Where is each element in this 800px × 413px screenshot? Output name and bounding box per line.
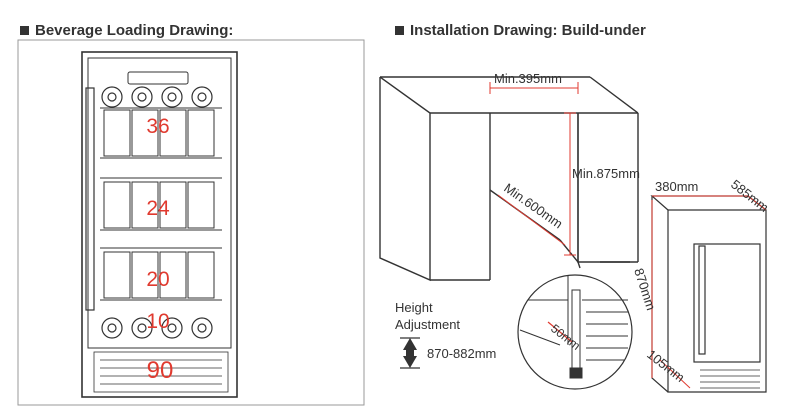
cabinet-drawing — [379, 76, 639, 282]
unit-glass — [693, 243, 761, 363]
cabinet-dimensions — [489, 82, 579, 256]
cabinet-left-side — [379, 76, 431, 282]
heading-square-icon — [20, 26, 29, 35]
niche-floor-edge — [577, 261, 581, 269]
unit-dimensions — [651, 195, 767, 389]
fridge-body — [81, 51, 238, 398]
bottom-vent — [93, 351, 229, 393]
loading-counts: 36 24 20 10 90 — [146, 115, 173, 384]
min-width-label: Min.395mm — [494, 71, 562, 86]
height-range-label: 870-882mm — [427, 346, 496, 361]
min-height-label: Min.875mm — [572, 166, 640, 181]
bottom-count: 90 — [147, 357, 174, 384]
unit-front — [667, 209, 767, 393]
unit-depth-line — [747, 195, 767, 211]
shelf-2 — [100, 177, 222, 231]
door-handle — [85, 87, 95, 311]
loading-frame — [17, 39, 365, 406]
loading-heading: Beverage Loading Drawing: — [20, 22, 233, 39]
shelf-3 — [100, 247, 222, 301]
installation-heading-text: Installation Drawing: Build-under — [410, 22, 646, 39]
control-panel — [127, 71, 189, 85]
cabinet-dimension-labels: Min.395mm Min.875mm Min.600mm — [494, 71, 640, 231]
height-adjustment: Height Adjustment 870-882mm — [395, 300, 496, 369]
unit-bottom-line — [659, 359, 691, 389]
heading-square-icon — [395, 26, 404, 35]
bottom-cans-row — [101, 317, 213, 339]
loading-heading-text: Beverage Loading Drawing: — [35, 22, 234, 39]
cabinet-top-right — [589, 76, 639, 114]
unit-bottom-label: 105mm — [644, 347, 687, 386]
installation-heading: Installation Drawing: Build-under — [395, 22, 646, 39]
unit-handle — [698, 245, 706, 355]
height-adjustment-arrow-icon — [400, 337, 420, 369]
min-depth-line — [497, 194, 566, 246]
height-adjustment-line1: Height — [395, 300, 433, 315]
detail-zoom: 50mm — [517, 274, 633, 390]
height-adjustment-line2: Adjustment — [395, 317, 460, 332]
shelf-count-3: 20 — [146, 268, 169, 291]
top-cans-row — [101, 86, 213, 108]
unit-height-label: 870mm — [631, 266, 659, 312]
fridge-door — [87, 57, 232, 349]
unit-width-label: 380mm — [655, 179, 698, 194]
shelf-count-4: 10 — [146, 310, 169, 333]
beverage-loading-drawing — [17, 39, 365, 406]
shelf-count-2: 24 — [146, 197, 170, 220]
shelf-count-1: 36 — [146, 115, 169, 138]
shelf-1 — [100, 107, 222, 159]
cabinet-right-panel — [577, 113, 630, 263]
